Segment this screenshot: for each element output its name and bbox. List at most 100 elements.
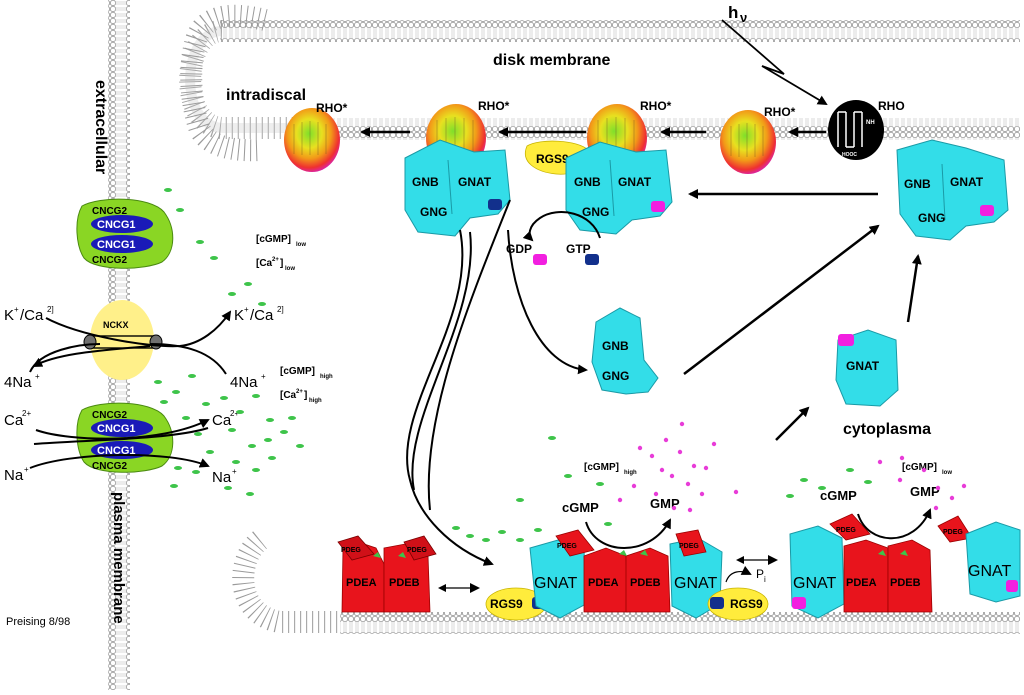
svg-text:GNG: GNG bbox=[582, 205, 609, 219]
gmp-dot bbox=[649, 453, 655, 459]
cgmp-dot bbox=[174, 466, 182, 470]
rho-star-4: RHO* bbox=[720, 105, 796, 174]
svg-text:2+: 2+ bbox=[296, 389, 303, 395]
cgmp-dot bbox=[232, 460, 240, 464]
gmp-dot bbox=[691, 463, 697, 469]
svg-text:high: high bbox=[309, 398, 322, 404]
cgmp-dot bbox=[252, 468, 260, 472]
gmp-dot bbox=[711, 441, 717, 447]
cgmp-dot bbox=[280, 430, 288, 434]
svg-text:]: ] bbox=[280, 258, 283, 269]
cgmp-dot bbox=[236, 410, 244, 414]
svg-text:i: i bbox=[764, 575, 766, 584]
label-credit: Preising 8/98 bbox=[6, 616, 70, 628]
gmp-dot bbox=[631, 483, 637, 489]
svg-text:Na: Na bbox=[212, 469, 232, 486]
gmp-dot bbox=[669, 473, 675, 479]
svg-text:K: K bbox=[4, 307, 14, 324]
svg-text:PDEG: PDEG bbox=[679, 543, 699, 550]
gmp-dot bbox=[659, 467, 665, 473]
cgmp-dot bbox=[498, 530, 506, 534]
svg-text:low: low bbox=[296, 242, 306, 248]
svg-text:GMP: GMP bbox=[910, 484, 940, 499]
svg-text:CNCG2: CNCG2 bbox=[92, 206, 127, 217]
cgmp-dot bbox=[846, 468, 854, 472]
gnat-released: GNAT bbox=[965, 521, 1021, 603]
svg-text:GNAT: GNAT bbox=[846, 359, 880, 373]
nckx-exchanger: NCKX bbox=[29, 300, 232, 380]
svg-text:PDEA: PDEA bbox=[588, 577, 619, 589]
cgmp-dot bbox=[266, 418, 274, 422]
cgmp-dot bbox=[516, 498, 524, 502]
cgmp-hydrolysis-low: [cGMP] low cGMP GMP bbox=[820, 462, 952, 540]
cgmp-dot bbox=[164, 188, 172, 192]
cgmp-dot bbox=[786, 494, 794, 498]
svg-text:GTP: GTP bbox=[566, 242, 591, 256]
pde-reinactivated: PDEG PDEG GNAT PDEA PDEB bbox=[789, 513, 973, 619]
gmp-dot bbox=[679, 421, 685, 427]
gmp-dot bbox=[637, 445, 643, 451]
svg-text:ν: ν bbox=[740, 10, 747, 25]
cgmp-dot bbox=[258, 302, 266, 306]
svg-text:GDP: GDP bbox=[506, 242, 532, 256]
svg-text:]: ] bbox=[304, 390, 307, 401]
svg-text:high: high bbox=[320, 374, 333, 380]
svg-text:NCKX: NCKX bbox=[103, 320, 129, 330]
light-photon: h ν bbox=[721, 3, 828, 106]
label-disk-membrane: disk membrane bbox=[493, 52, 610, 69]
svg-text:+: + bbox=[232, 467, 237, 476]
svg-text:GNG: GNG bbox=[602, 369, 629, 383]
cgmp-dot bbox=[818, 486, 826, 490]
svg-text:PDEG: PDEG bbox=[341, 547, 361, 554]
svg-text:[cGMP]: [cGMP] bbox=[584, 462, 619, 473]
cncg-channel-closed: CNCG2 CNCG1 CNCG1 CNCG2 bbox=[76, 198, 174, 269]
gmp-dot bbox=[921, 467, 927, 473]
svg-text:low: low bbox=[285, 266, 295, 272]
svg-text:RHO: RHO bbox=[878, 99, 905, 113]
cgmp-dot bbox=[534, 528, 542, 532]
label-intradiscal: intradiscal bbox=[226, 87, 306, 104]
cgmp-dot bbox=[206, 450, 214, 454]
svg-text:RHO*: RHO* bbox=[764, 105, 796, 119]
gmp-dot bbox=[935, 485, 941, 491]
cgmp-dot bbox=[548, 436, 556, 440]
svg-text:[Ca: [Ca bbox=[280, 390, 297, 401]
svg-text:RHO*: RHO* bbox=[640, 99, 672, 113]
svg-text:Ca: Ca bbox=[212, 412, 232, 429]
gmp-molecule-dots bbox=[617, 421, 967, 513]
arrow-dimer-to-trimer bbox=[683, 224, 880, 375]
svg-text:K: K bbox=[234, 307, 244, 324]
svg-text:cGMP: cGMP bbox=[562, 500, 599, 515]
gmp-dot bbox=[699, 491, 705, 497]
svg-text:GNAT: GNAT bbox=[458, 175, 492, 189]
svg-text:GNB: GNB bbox=[602, 339, 629, 353]
cgmp-dot bbox=[172, 390, 180, 394]
cgmp-dot bbox=[864, 480, 872, 484]
cgmp-dot bbox=[264, 438, 272, 442]
label-plasma-membrane: plasma membrane bbox=[110, 492, 127, 624]
cgmp-dot bbox=[176, 208, 184, 212]
svg-text:CNCG1: CNCG1 bbox=[97, 219, 136, 231]
cgmp-dot bbox=[182, 416, 190, 420]
cgmp-dot bbox=[466, 534, 474, 538]
svg-text:2+: 2+ bbox=[22, 409, 31, 418]
cgmp-dot bbox=[170, 484, 178, 488]
conc-high: [cGMP] high [Ca 2+ ] high bbox=[280, 366, 333, 404]
svg-text:CNCG2: CNCG2 bbox=[92, 410, 127, 421]
cgmp-dot bbox=[482, 538, 490, 542]
cgmp-dot bbox=[220, 396, 228, 400]
label-cytoplasma: cytoplasma bbox=[843, 421, 931, 438]
svg-text:Na: Na bbox=[4, 467, 24, 484]
cgmp-dot bbox=[160, 400, 168, 404]
svg-text:+: + bbox=[244, 305, 249, 314]
cgmp-dot bbox=[228, 428, 236, 432]
svg-text:CNCG2: CNCG2 bbox=[92, 461, 127, 472]
svg-text:CNCG1: CNCG1 bbox=[97, 423, 136, 435]
svg-text:PDEB: PDEB bbox=[389, 577, 420, 589]
svg-text:2+: 2+ bbox=[272, 257, 279, 263]
ion-labels-cncg: Ca 2+ Ca 2+ Na + Na + bbox=[4, 409, 239, 486]
svg-text:+: + bbox=[14, 305, 19, 314]
rgs9-membrane-right: RGS9 bbox=[707, 587, 769, 621]
svg-text:NH: NH bbox=[866, 120, 875, 126]
